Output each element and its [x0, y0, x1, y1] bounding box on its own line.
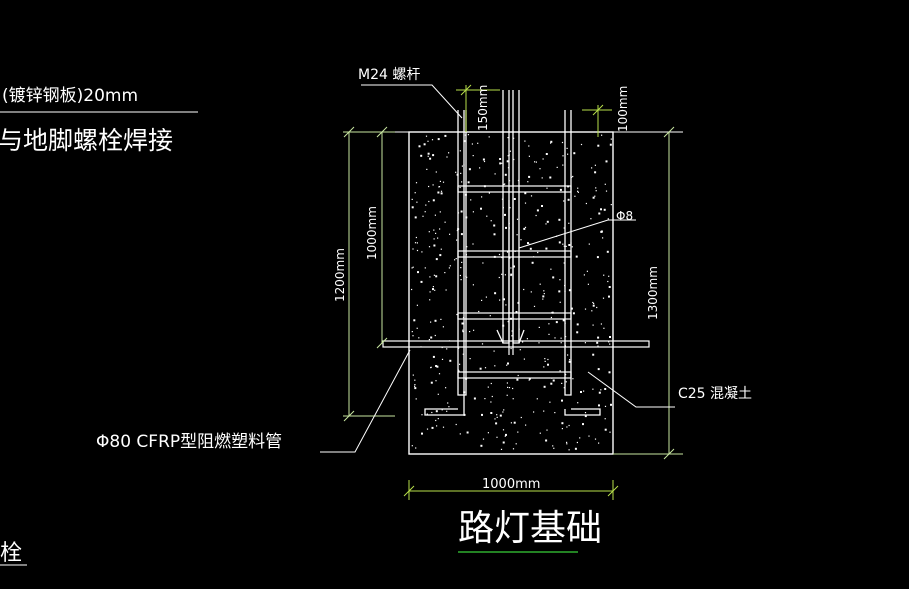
base-plate: [382, 340, 650, 348]
width-label: 1000mm: [482, 477, 540, 492]
pipe-label: Φ80 CFRP型阻燃塑料管: [96, 432, 282, 452]
dim-width: [403, 480, 619, 500]
dim-1000: [376, 126, 388, 349]
left-note-1: (镀锌钢板)20mm: [2, 86, 138, 106]
leaders: [0, 84, 675, 566]
bolt-top-label: 150mm: [476, 85, 490, 131]
dim-1300: [613, 126, 683, 460]
concrete-block: [408, 131, 614, 455]
concrete-label: C25 混凝土: [678, 386, 752, 402]
concrete-texture: [411, 134, 612, 451]
dim-150: [456, 84, 500, 132]
stirrup-label: Φ8: [616, 209, 633, 223]
top-offset-label: 100mm: [616, 86, 630, 132]
left-note-3: 栓: [0, 541, 22, 566]
inner-height-label: 1000mm: [365, 206, 379, 260]
drawing-title: 路灯基础: [458, 508, 602, 549]
bolt-label: M24 螺杆: [358, 67, 420, 83]
right-height-label: 1300mm: [646, 266, 660, 320]
left-note-2: 与地脚螺栓焊接: [0, 126, 173, 155]
total-height-label: 1200mm: [333, 248, 347, 302]
stirrups: [457, 185, 572, 379]
dim-1200: [343, 126, 395, 422]
dim-100: [582, 104, 612, 137]
